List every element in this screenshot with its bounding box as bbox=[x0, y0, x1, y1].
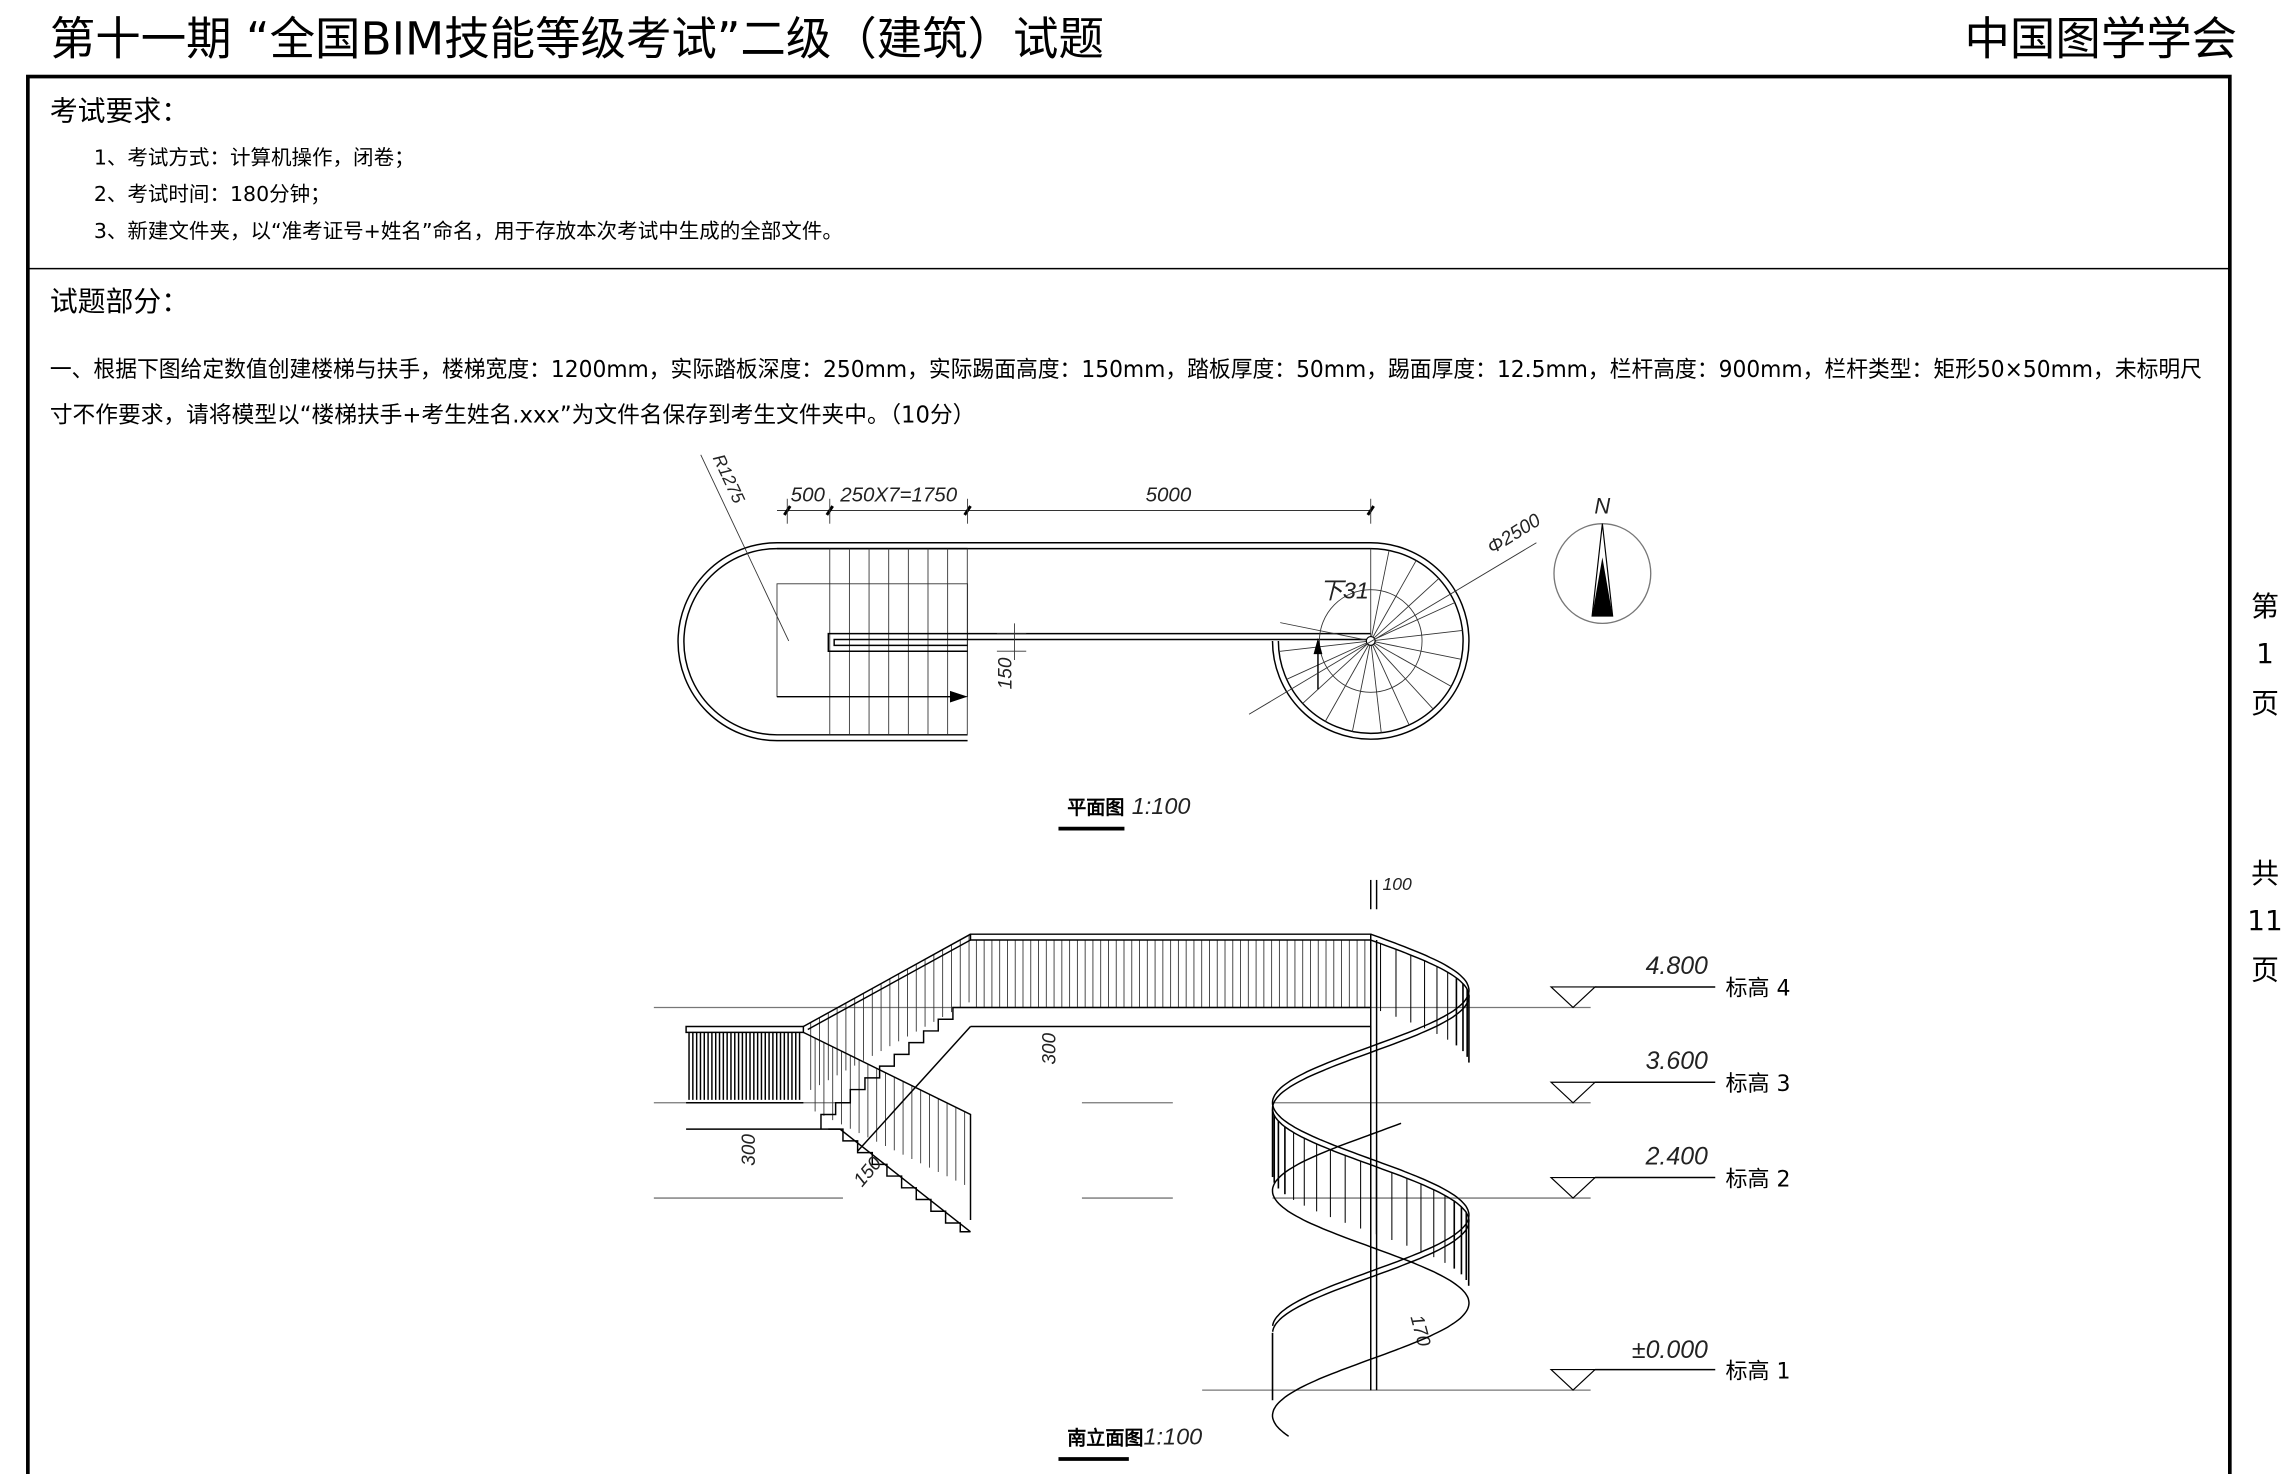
radius-label: R1275 bbox=[709, 451, 749, 507]
dim-500: 500 bbox=[791, 484, 826, 507]
spiral-tread-line bbox=[1370, 602, 1455, 642]
page-number: 第 1 页 bbox=[2251, 590, 2279, 720]
questions-heading: 试题部分： bbox=[50, 285, 189, 318]
elevation-drawing: 4.800 标高 4 3.600 标高 3 2.400 标高 2 ±0.000 … bbox=[653, 874, 1791, 1461]
spiral-tread-line bbox=[1370, 550, 1390, 642]
spiral-tread-line bbox=[1302, 640, 1372, 704]
level-marker-icon bbox=[1549, 1081, 1597, 1104]
level-marker-icon bbox=[1549, 986, 1597, 1009]
elevation-scale: 1:100 bbox=[1144, 1423, 1203, 1449]
plan-treads bbox=[829, 548, 968, 735]
level-name: 标高 3 bbox=[1726, 1072, 1791, 1097]
level-value: ±0.000 bbox=[1632, 1336, 1708, 1364]
requirement-item: 3、新建文件夹，以“准考证号+姓名”命名，用于存放本次考试中生成的全部文件。 bbox=[94, 219, 843, 243]
spiral-tread-line bbox=[1351, 640, 1372, 732]
dim-300-upper: 300 bbox=[1040, 1032, 1061, 1064]
lower-flight-steps bbox=[828, 1128, 971, 1233]
spiral-tread-line bbox=[1370, 578, 1440, 642]
spiral-stringer bbox=[1271, 1122, 1470, 1437]
spiral-tread-line bbox=[1278, 640, 1371, 652]
plan-scale: 1:100 bbox=[1132, 793, 1191, 819]
level-marker-icon bbox=[1549, 1369, 1597, 1391]
total-char: 共 bbox=[2251, 857, 2279, 890]
spiral-tread-line bbox=[1370, 560, 1417, 642]
spiral-tread-line bbox=[1370, 640, 1382, 733]
dim-170: 170 bbox=[1405, 1313, 1434, 1350]
spiral-tread-line bbox=[1370, 640, 1410, 726]
down-label: 下31 bbox=[1319, 577, 1369, 603]
level-marker-icon bbox=[1549, 1176, 1597, 1199]
dim-300-lower: 300 bbox=[739, 1134, 760, 1166]
dim-150: 150 bbox=[850, 1153, 887, 1191]
diameter-label: Φ2500 bbox=[1484, 510, 1545, 559]
balusters bbox=[688, 934, 1366, 1185]
upper-flight-handrail bbox=[803, 933, 971, 1031]
top-handrail bbox=[969, 933, 1372, 941]
landing-handrail bbox=[685, 1025, 805, 1034]
question-1-text-cont: 寸不作要求，请将模型以“楼梯扶手+考生姓名.xxx”为文件名保存到考生文件夹中。… bbox=[50, 403, 976, 429]
plan-top-rail bbox=[776, 542, 1470, 740]
question-1-text: 一、根据下图给定数值创建楼梯与扶手，楼梯宽度：1200mm，实际踏板深度：250… bbox=[50, 357, 2202, 383]
dim-1750: 250X7=1750 bbox=[839, 484, 958, 507]
page-char: 第 bbox=[2251, 590, 2279, 623]
up-arrow-icon bbox=[1313, 638, 1323, 655]
spiral-tread-line bbox=[1370, 640, 1434, 710]
dim-100: 100 bbox=[1382, 874, 1412, 894]
level-name: 标高 2 bbox=[1726, 1167, 1791, 1192]
diameter-leader bbox=[1248, 542, 1537, 715]
plan-drawing: 500 250X7=1750 5000 R1275 Φ2500 下31 150 … bbox=[677, 451, 1652, 831]
spiral-handrail bbox=[1271, 933, 1470, 1327]
gap-label: 150 bbox=[996, 657, 1017, 689]
requirement-item: 1、考试方式：计算机操作，闭卷； bbox=[94, 146, 415, 170]
spiral-tread-line bbox=[1370, 640, 1452, 687]
spiral-tread-line bbox=[1370, 640, 1462, 660]
spiral-stair bbox=[1271, 933, 1470, 1437]
spiral-tread-line bbox=[1286, 640, 1371, 680]
organization-name: 中国图学学会 bbox=[1964, 13, 2237, 66]
page-char: 页 bbox=[2251, 687, 2279, 720]
plan-caption: 平面图 bbox=[1067, 797, 1124, 819]
plan-left-rail bbox=[677, 542, 968, 742]
upper-flight-steps bbox=[820, 1006, 971, 1130]
spiral-tread-line bbox=[1324, 640, 1372, 722]
lower-flight-handrail bbox=[803, 1031, 972, 1221]
spiral-tread-line bbox=[1280, 622, 1371, 642]
sheet-title: 第十一期 “全国BIM技能等级考试”二级（建筑）试题 bbox=[50, 13, 1104, 66]
north-label: N bbox=[1594, 493, 1610, 518]
level-value: 2.400 bbox=[1645, 1142, 1708, 1170]
direction-arrow-icon bbox=[949, 690, 968, 703]
spiral-tread-line bbox=[1370, 630, 1463, 642]
page-char: 1 bbox=[2256, 637, 2274, 670]
plan-center-rail bbox=[827, 632, 1371, 652]
level-name: 标高 4 bbox=[1726, 977, 1791, 1002]
dim-5000: 5000 bbox=[1146, 484, 1192, 507]
radius-leader bbox=[700, 454, 790, 642]
plan-spiral-treads bbox=[1278, 550, 1463, 733]
level-value: 3.600 bbox=[1646, 1047, 1708, 1075]
requirement-item: 2、考试时间：180分钟； bbox=[94, 182, 331, 206]
requirements-heading: 考试要求： bbox=[50, 95, 189, 128]
total-pages: 共 11 页 bbox=[2247, 857, 2282, 987]
total-char: 页 bbox=[2251, 954, 2279, 987]
sheet-border bbox=[26, 74, 2232, 1474]
total-char: 11 bbox=[2247, 904, 2282, 937]
north-arrow-icon: N bbox=[1553, 493, 1652, 625]
level-name: 标高 1 bbox=[1726, 1359, 1791, 1384]
elevation-caption: 南立面图 bbox=[1067, 1426, 1143, 1449]
level-value: 4.800 bbox=[1646, 952, 1708, 980]
